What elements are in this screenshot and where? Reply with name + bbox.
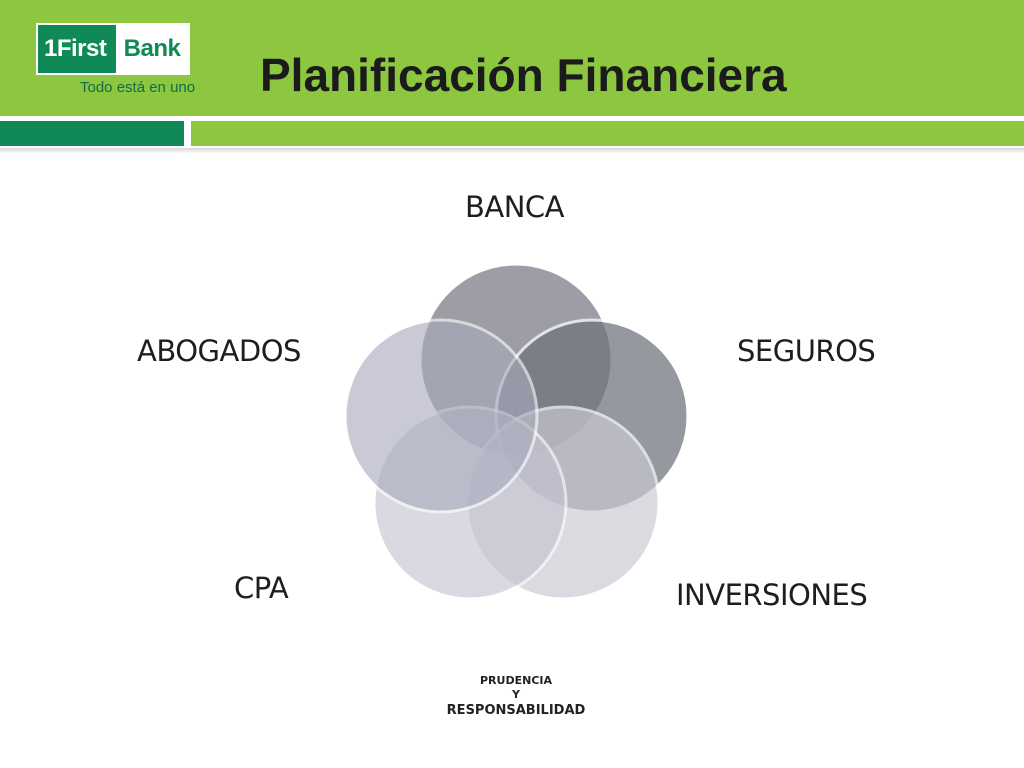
logo-bank-text: Bank (116, 25, 188, 73)
label-abogados: ABOGADOS (137, 334, 301, 368)
center-note-line3: RESPONSABILIDAD (446, 702, 586, 718)
center-note-line2: Y (512, 688, 520, 702)
header-accent-dark-bar (0, 121, 184, 146)
center-note-line1: PRUDENCIA (480, 674, 552, 687)
header-accent-light-bar (191, 121, 1024, 146)
label-seguros: SEGUROS (737, 334, 876, 368)
logo-first-text: 1First (44, 35, 107, 62)
circle-abogados (343, 318, 539, 514)
center-note: PRUDENCIA Y RESPONSABILIDAD (396, 674, 636, 719)
firstbank-logo: 1First Bank (36, 23, 190, 75)
label-cpa: CPA (234, 571, 289, 605)
label-banca: BANCA (465, 190, 565, 224)
label-inversiones: INVERSIONES (676, 578, 868, 612)
header-shadow (0, 148, 1024, 154)
slide-title: Planificación Financiera (260, 49, 787, 101)
logo-tagline: Todo está en uno (80, 79, 196, 96)
